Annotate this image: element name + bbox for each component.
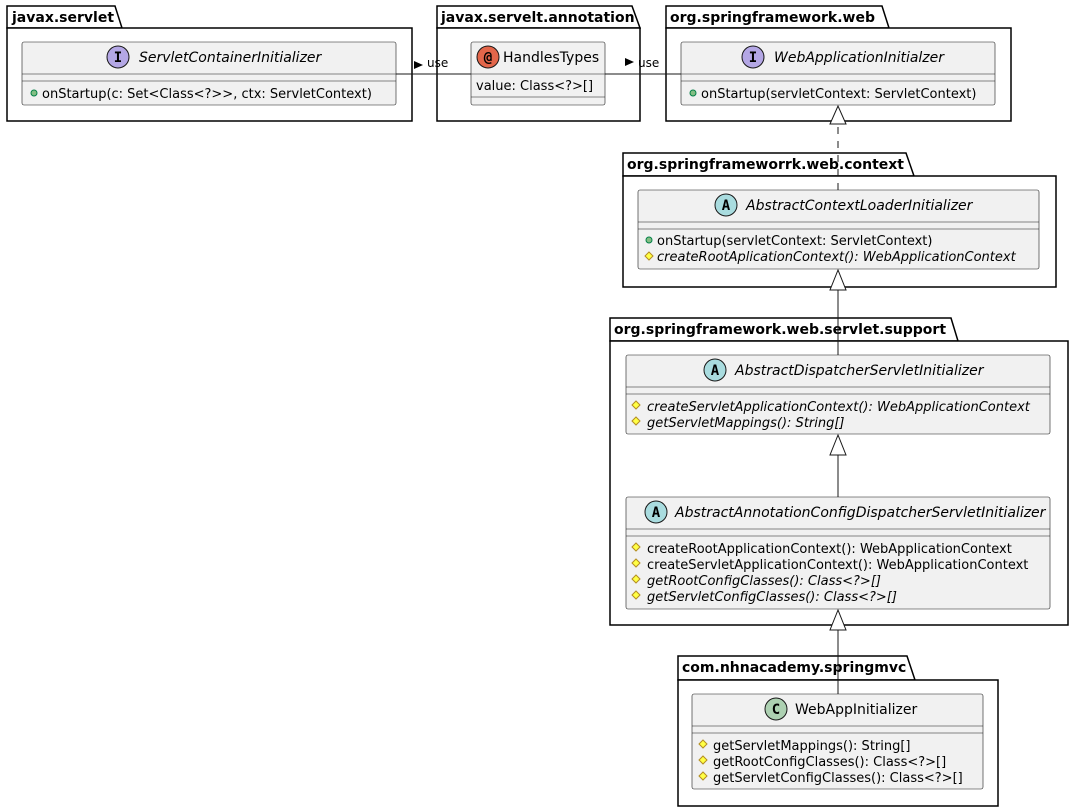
protected-visibility-icon	[631, 590, 641, 600]
inheritance-arrow-icon	[829, 268, 847, 291]
method: createRootApplicationContext(): WebAppli…	[647, 542, 1012, 557]
protected-visibility-icon	[631, 558, 641, 568]
protected-visibility-icon	[698, 771, 708, 781]
class-name: WebAppInitializer	[795, 702, 917, 718]
method: getServletMappings(): String[]	[713, 739, 911, 754]
badge-letter: A	[711, 363, 720, 379]
badge-letter: I	[749, 50, 757, 66]
inheritance-arrow-icon	[829, 433, 847, 456]
relationships: use use	[396, 56, 847, 694]
badge-letter: A	[722, 198, 731, 214]
interface-badge-icon	[741, 45, 765, 69]
abstract-badge-icon	[703, 358, 727, 382]
method: onStartup(c: Set<Class<?>>, ctx: Servlet…	[42, 87, 372, 102]
method: createRootAplicationContext(): WebApplic…	[657, 250, 1017, 265]
protected-visibility-icon	[631, 574, 641, 584]
protected-visibility-icon	[631, 400, 641, 410]
class-abstract-context-loader-initializer: A AbstractContextLoaderInitializer onSta…	[637, 189, 1040, 270]
class-badge-icon	[764, 697, 788, 721]
use-label: use	[427, 56, 448, 70]
protected-visibility-icon	[644, 251, 654, 261]
inheritance-arrow-icon	[829, 608, 847, 631]
interface-badge-icon	[106, 45, 130, 69]
abstract-badge-icon	[644, 500, 668, 524]
package-name: org.springframework.web	[670, 10, 875, 26]
package-name: org.springframework.web.servlet.support	[614, 322, 946, 338]
package-name: javax.servelt.annotation	[440, 10, 635, 26]
method: getServletConfigClasses(): Class<?>[]	[647, 590, 897, 605]
class-name: AbstractDispatcherServletInitializer	[734, 363, 985, 379]
method: getServletMappings(): String[]	[647, 416, 845, 431]
package-name: javax.servlet	[11, 10, 114, 26]
use-label: use	[638, 56, 659, 70]
class-name: AbstractContextLoaderInitializer	[745, 198, 974, 214]
abstract-badge-icon	[714, 193, 738, 217]
direction-arrow-icon	[414, 61, 423, 69]
method: createServletApplicationContext(): WebAp…	[647, 400, 1031, 415]
badge-letter: I	[114, 50, 122, 66]
class-name: WebApplicationInitialzer	[774, 50, 945, 66]
public-visibility-icon	[689, 89, 697, 97]
class-abstract-annotation-config-dispatcher-servlet-initializer: A AbstractAnnotationConfigDispatcherServ…	[625, 496, 1051, 610]
package-name: com.nhnacademy.springmvc	[682, 660, 906, 676]
method: getServletConfigClasses(): Class<?>[]	[713, 771, 963, 786]
package-name: org.springframeworrk.web.context	[627, 157, 904, 173]
public-visibility-icon	[645, 236, 653, 244]
class-name: ServletContainerInitializer	[139, 50, 323, 66]
method: getRootConfigClasses(): Class<?>[]	[713, 755, 946, 770]
class-name: HandlesTypes	[503, 50, 599, 66]
protected-visibility-icon	[698, 755, 708, 765]
class-abstract-dispatcher-servlet-initializer: A AbstractDispatcherServletInitializer c…	[625, 354, 1051, 435]
class-web-app-initializer: C WebAppInitializer getServletMappings()…	[691, 693, 984, 790]
badge-letter: A	[652, 505, 661, 521]
class-web-application-initialzer: I WebApplicationInitialzer onStartup(ser…	[680, 41, 996, 106]
method: createServletApplicationContext(): WebAp…	[647, 558, 1028, 573]
field: value: Class<?>[]	[476, 79, 593, 94]
direction-arrow-icon	[625, 58, 634, 66]
method: onStartup(servletContext: ServletContext…	[701, 87, 976, 102]
class-name: AbstractAnnotationConfigDispatcherServle…	[674, 505, 1047, 521]
protected-visibility-icon	[698, 739, 708, 749]
badge-letter: C	[772, 702, 780, 718]
protected-visibility-icon	[631, 416, 641, 426]
public-visibility-icon	[30, 89, 38, 97]
class-servlet-container-initializer: I ServletContainerInitializer onStartup(…	[21, 41, 397, 106]
protected-visibility-icon	[631, 542, 641, 552]
realization-arrow-icon	[829, 104, 847, 125]
method: getRootConfigClasses(): Class<?>[]	[647, 574, 881, 589]
annotation-handles-types: @ HandlesTypes value: Class<?>[]	[470, 41, 606, 106]
annotation-badge-icon	[476, 45, 500, 69]
badge-letter: @	[484, 50, 492, 66]
method: onStartup(servletContext: ServletContext…	[657, 234, 932, 249]
